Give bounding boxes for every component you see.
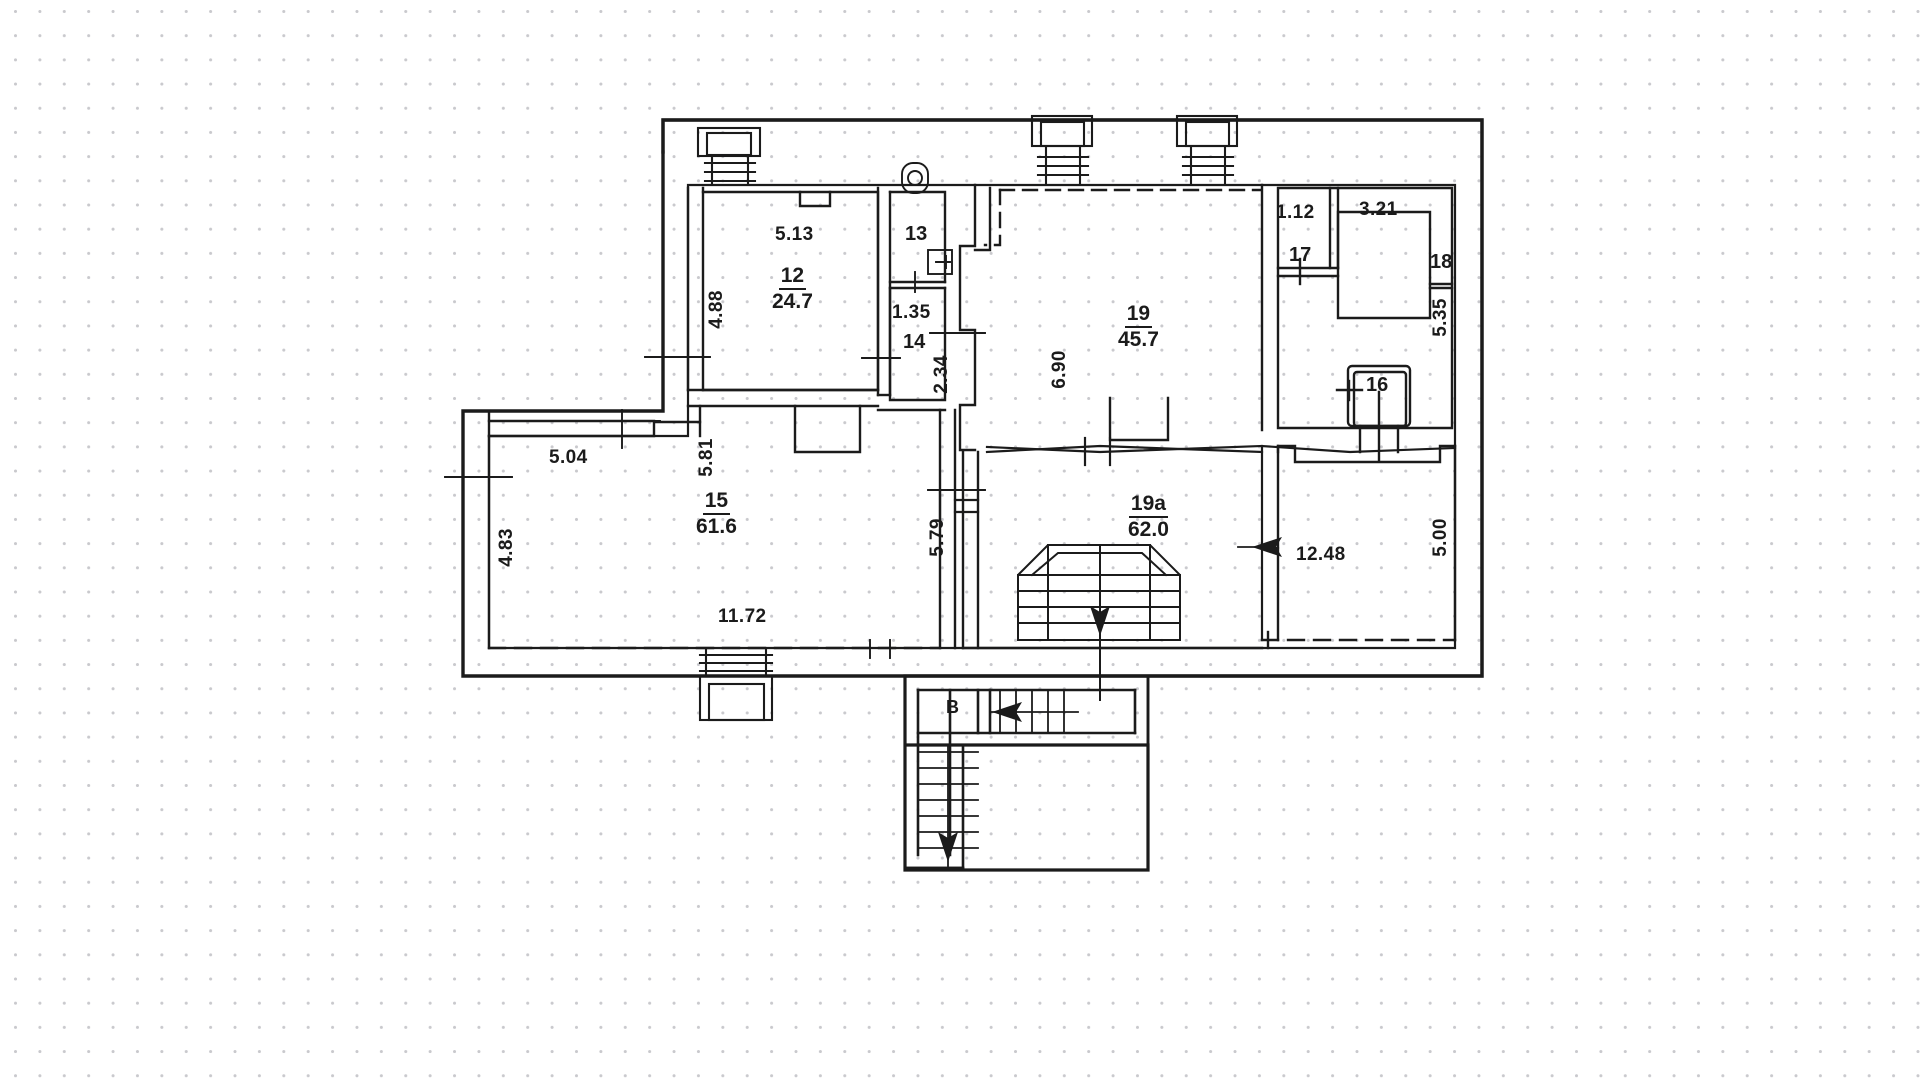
dimension-5-81: 5.81 — [695, 438, 717, 477]
room-15-number: 15 — [702, 490, 731, 515]
dimension-5-13: 5.13 — [775, 224, 814, 245]
room-19-label: 19 45.7 — [1118, 303, 1159, 351]
dimension-6-90: 6.90 — [1048, 350, 1070, 389]
dimension-4-83: 4.83 — [495, 528, 517, 567]
window-group-bottom — [698, 646, 774, 722]
room-19-area: 45.7 — [1118, 327, 1159, 351]
room-15-walls — [461, 404, 957, 650]
dimension-5-04: 5.04 — [549, 447, 588, 468]
stair-direction-arrow-up — [1090, 606, 1110, 636]
room-19-number: 19 — [1124, 303, 1153, 328]
room-19a-label: 19a 62.0 — [1128, 493, 1169, 541]
room-15-label: 15 61.6 — [696, 490, 737, 538]
partition-19-19a — [985, 436, 1457, 642]
dimension-4-88: 4.88 — [705, 290, 727, 329]
room-17-18-walls — [1276, 186, 1454, 430]
stair-arrow-left — [992, 702, 1022, 722]
room-17-number: 17 — [1289, 244, 1312, 266]
room-19a-number: 19a — [1128, 493, 1168, 518]
dimension-2-34: 2.34 — [930, 355, 952, 394]
room-right-lower-walls — [1276, 444, 1457, 642]
toilet-fixture-icon — [901, 162, 929, 194]
door-ticks-room15 — [444, 409, 986, 659]
dimension-3-21: 3.21 — [1359, 199, 1398, 220]
sink-fixture-icon — [927, 249, 953, 275]
arrow-right-room19a — [1252, 537, 1282, 557]
dimension-5-35: 5.35 — [1429, 298, 1451, 337]
room-13-number: 13 — [905, 223, 928, 245]
room-12-number: 12 — [778, 265, 807, 290]
room-19a-walls — [961, 450, 1457, 650]
stair-marker-label: B — [946, 697, 959, 717]
wall-stubs — [938, 488, 1280, 550]
dimension-11-72: 11.72 — [718, 606, 767, 627]
dimension-1-12: 1.12 — [1276, 202, 1315, 223]
room-12-label: 12 24.7 — [772, 265, 813, 313]
stairwell-outer — [903, 674, 1150, 870]
window-group-top — [696, 114, 1239, 187]
stair-arrow-down — [938, 832, 958, 862]
dimension-5-00: 5.00 — [1429, 518, 1451, 557]
room-16-number: 16 — [1366, 374, 1389, 396]
room-15-area: 61.6 — [696, 514, 737, 538]
dimension-5-79: 5.79 — [926, 518, 948, 557]
dimension-1-35: 1.35 — [892, 302, 931, 323]
room-19-walls — [958, 183, 1264, 452]
room-16-walls — [1335, 364, 1412, 462]
dimension-12-48: 12.48 — [1296, 544, 1346, 565]
door-tick-room12-left — [644, 346, 711, 371]
room-12-area: 24.7 — [772, 289, 813, 313]
room-19a-area: 62.0 — [1128, 517, 1169, 541]
room-14-number: 14 — [903, 331, 926, 353]
room-18-number: 18 — [1430, 251, 1453, 273]
